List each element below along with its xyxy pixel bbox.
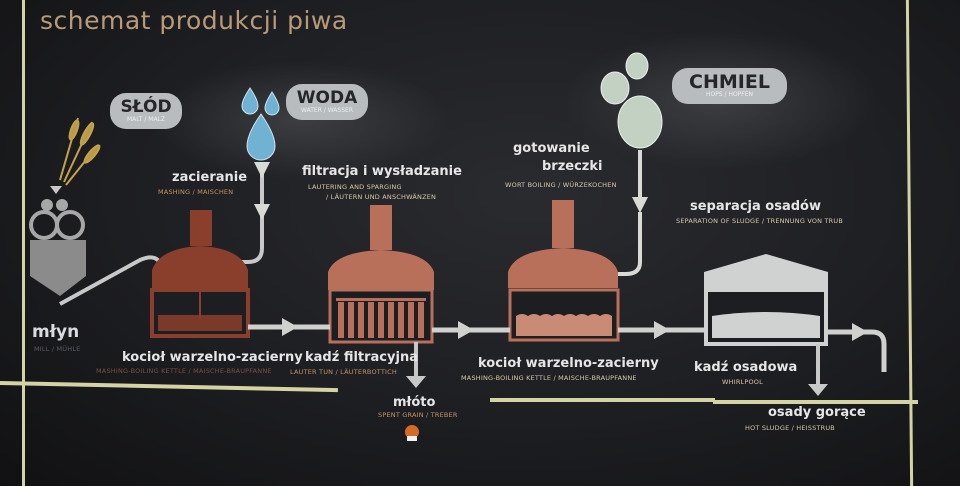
wort-boiling-label-2: brzeczki bbox=[542, 159, 603, 174]
ingredient-malt-badge: SŁÓD MALT / MALZ bbox=[110, 93, 182, 129]
lauter-tun-icon bbox=[328, 205, 434, 344]
wort-boiling-label: gotowanie bbox=[513, 141, 590, 156]
wort-boiling-sublabel: WORT BOILING / WÜRZEKOCHEN bbox=[505, 181, 617, 189]
boil-kettle-icon bbox=[508, 200, 620, 342]
spent-grain-arrow bbox=[406, 376, 426, 388]
separation-label: separacja osadów bbox=[690, 199, 821, 214]
spent-grain-label: młóto bbox=[393, 395, 436, 410]
chalk-haze bbox=[150, 60, 450, 180]
wheat-icon bbox=[59, 117, 101, 186]
flow-arrow bbox=[282, 318, 298, 336]
grain-sack-icon bbox=[405, 425, 419, 441]
flow-arrow bbox=[852, 323, 868, 341]
spent-grain-sublabel: SPENT GRAIN / TREBER bbox=[378, 411, 458, 419]
hot-sludge-arrow bbox=[808, 384, 828, 396]
water-sublabel: WATER / WASSER bbox=[301, 107, 353, 114]
separation-sublabel: SEPARATION OF SLUDGE / TRENNUNG VON TRUB bbox=[676, 217, 844, 225]
hot-sludge-label: osady gorące bbox=[768, 405, 866, 420]
hops-sublabel: HOPS / HOPFEN bbox=[705, 91, 754, 98]
malt-label: SŁÓD bbox=[120, 97, 172, 117]
flow-arrow bbox=[654, 321, 670, 339]
mash-kettle-label: kocioł warzelno-zacierny bbox=[122, 350, 303, 365]
malt-sublabel: MALT / MALZ bbox=[126, 116, 166, 123]
hops-icon bbox=[600, 52, 663, 149]
water-drops-icon bbox=[241, 87, 280, 161]
whirlpool-icon bbox=[704, 254, 828, 346]
frame-line-left bbox=[22, 0, 25, 486]
frame-line-bottom-right bbox=[713, 400, 918, 404]
mill-sublabel: MILL / MÜHLE bbox=[34, 345, 81, 353]
page-title: schemat produkcji piwa bbox=[40, 6, 348, 35]
boil-kettle-label: kocioł warzelno-zacierny bbox=[478, 356, 659, 371]
hot-sludge-sublabel: HOT SLUDGE / HEISSTRUB bbox=[745, 424, 835, 432]
hops-label: CHMIEL bbox=[689, 71, 770, 93]
mash-kettle-sublabel: MASHING-BOILING KETTLE / MAISCHE-BRAUPFA… bbox=[96, 367, 272, 375]
pipe-water-to-kettle bbox=[236, 162, 270, 264]
water-label: WODA bbox=[296, 88, 358, 108]
lautering-sublabel: LAUTERING AND SPARGING bbox=[308, 183, 402, 191]
mashing-label: zacieranie bbox=[172, 170, 248, 185]
mill-icon bbox=[29, 186, 86, 296]
lautering-sublabel-2: / LÄUTERN UND ANSCHWÄNZEN bbox=[326, 193, 437, 201]
mash-kettle-icon bbox=[150, 210, 250, 338]
flow-arrow bbox=[458, 321, 474, 339]
lauter-tun-sublabel: LAUTER TUN / LÄUTERBOTTICH bbox=[290, 368, 397, 376]
boil-kettle-sublabel: MASHING-BOILING KETTLE / MAISCHE-BRAUPFA… bbox=[461, 374, 637, 382]
frame-line-bottom-mid bbox=[490, 398, 715, 402]
mill-label: młyn bbox=[32, 322, 80, 342]
whirlpool-sublabel: WHIRLPOOL bbox=[722, 378, 763, 386]
ingredient-water-badge: WODA WATER / WASSER bbox=[286, 84, 368, 120]
whirlpool-label: kadź osadowa bbox=[694, 360, 798, 375]
ingredient-hops-badge: CHMIEL HOPS / HOPFEN bbox=[672, 68, 787, 104]
mashing-sublabel: MASHING / MAISCHEN bbox=[158, 188, 234, 196]
lauter-tun-label: kadź filtracyjna bbox=[305, 350, 418, 365]
lautering-label: filtracja i wysładzanie bbox=[302, 164, 462, 179]
